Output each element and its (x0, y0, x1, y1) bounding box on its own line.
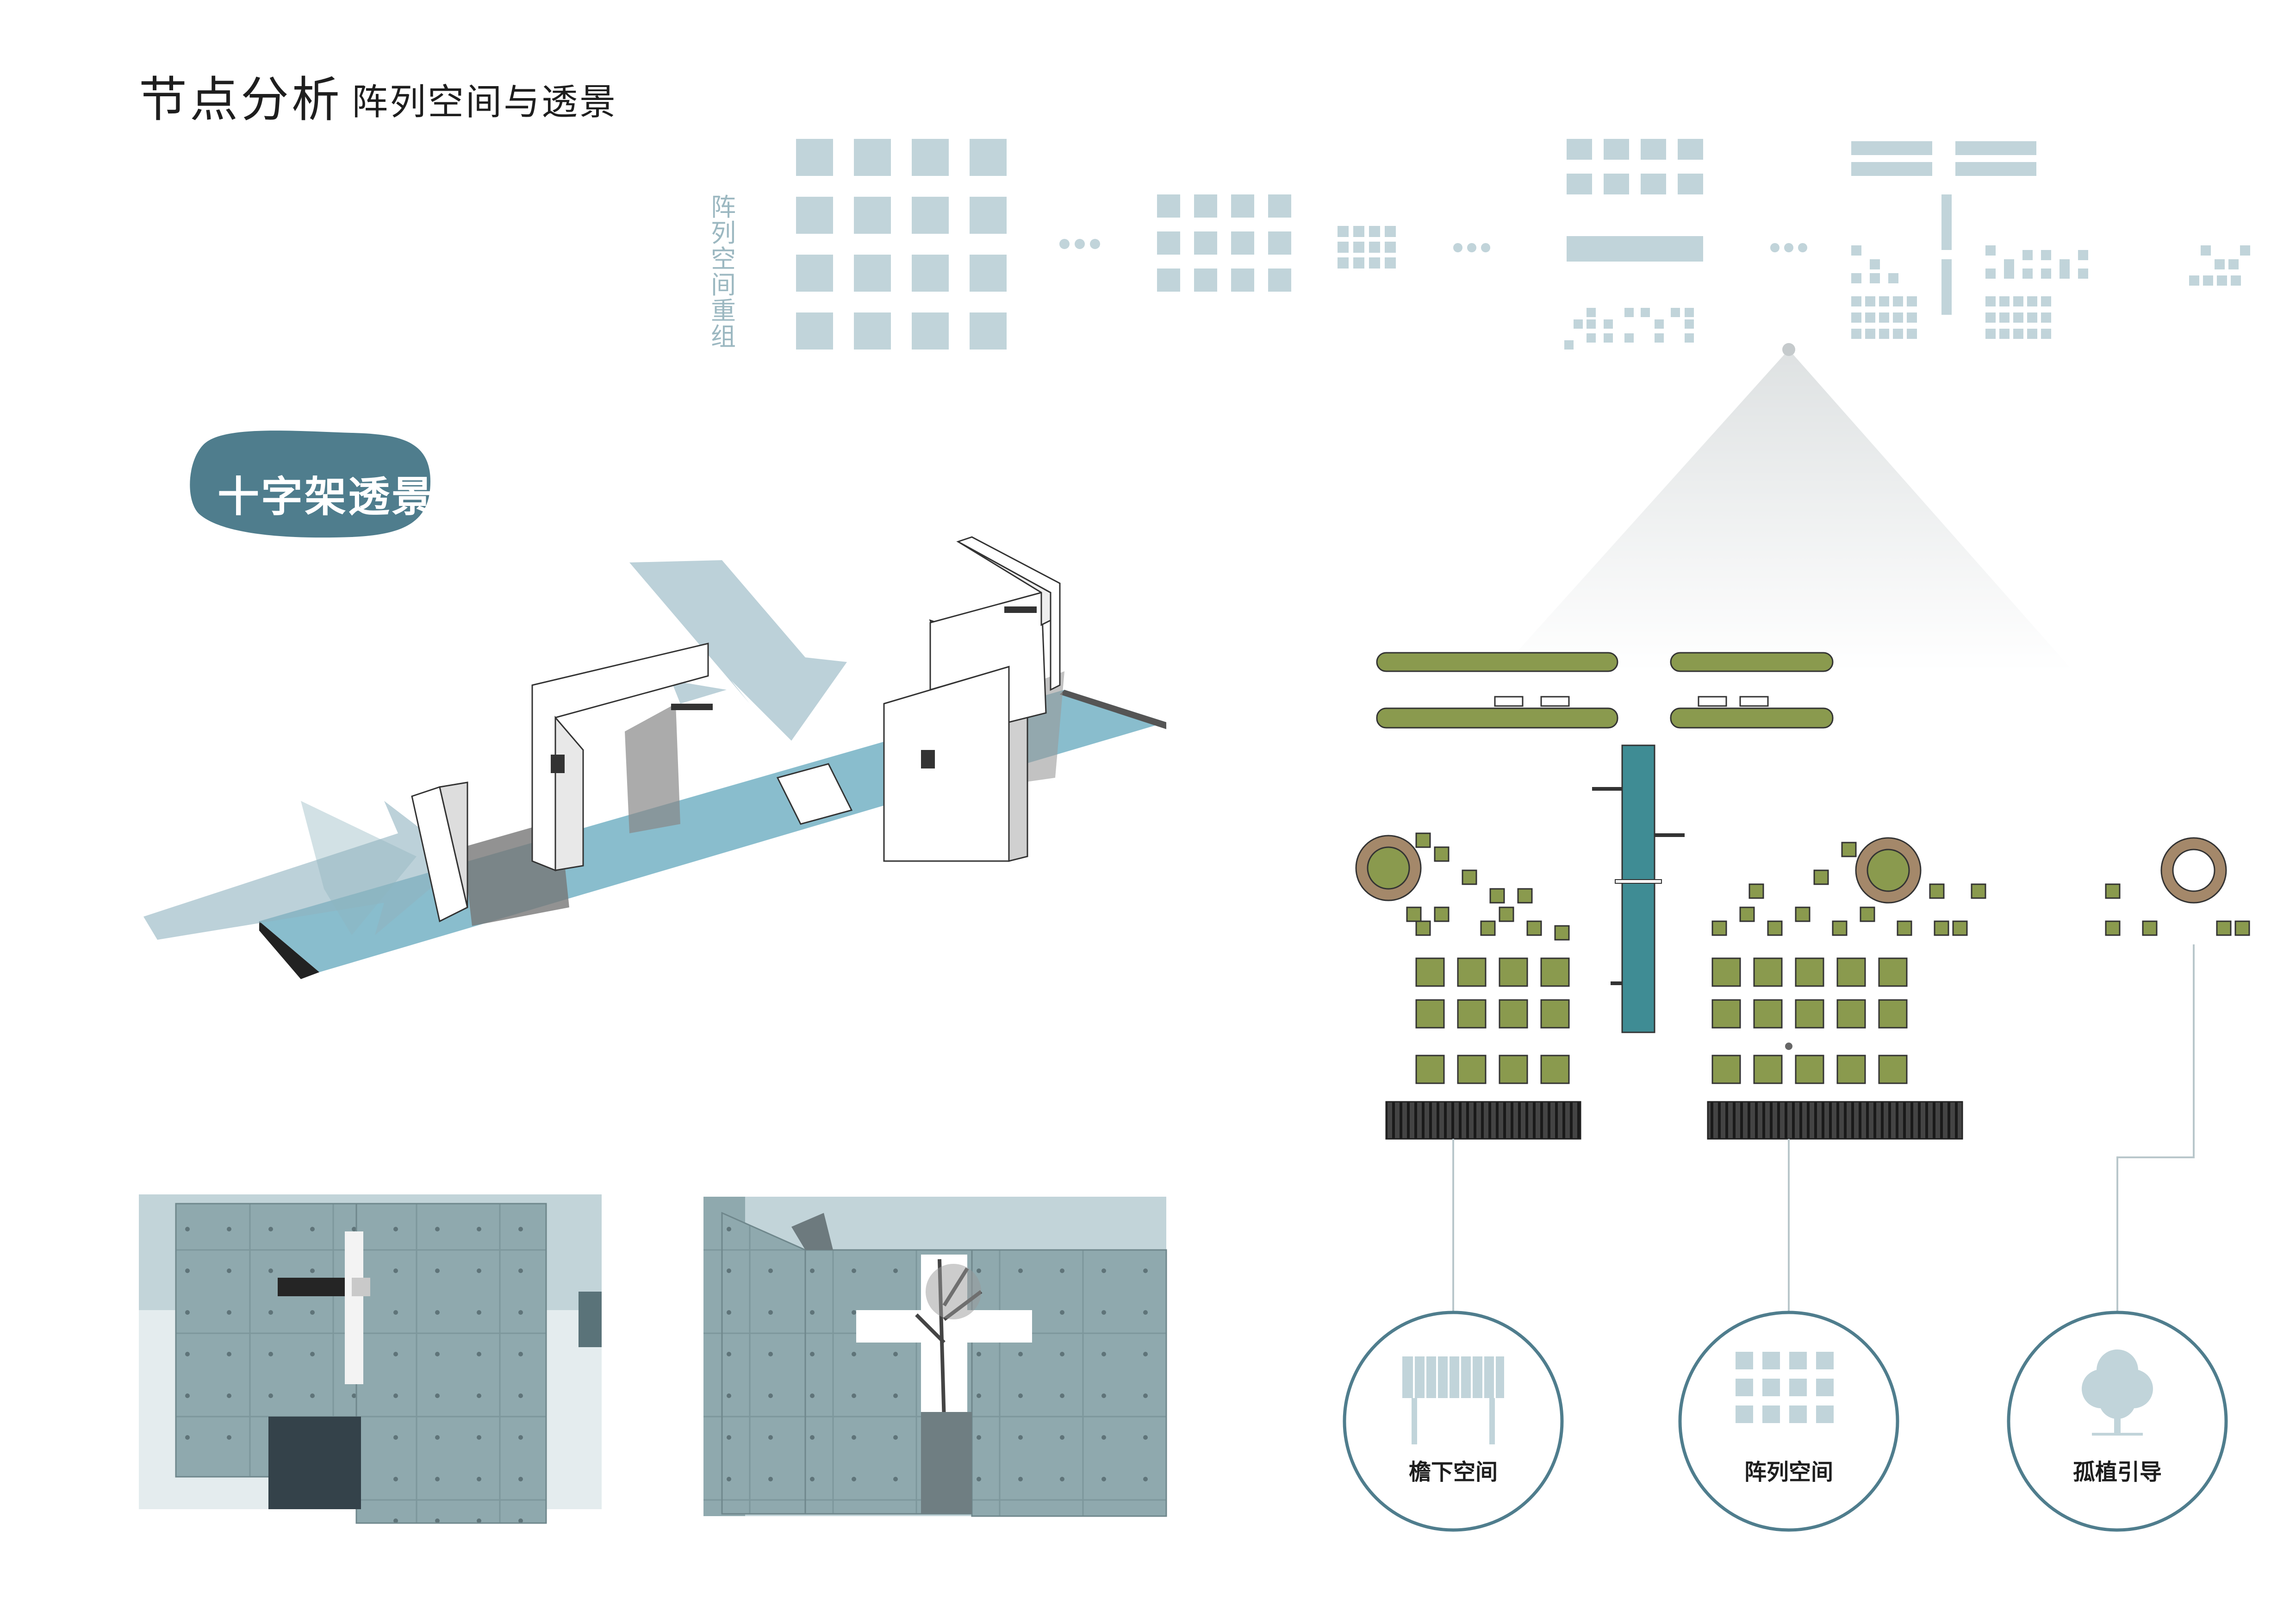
site-plan (1355, 652, 2250, 1315)
wall-right-back (956, 536, 1061, 691)
flow-arrow-left (143, 801, 463, 940)
legend-circle-tree (2007, 1311, 2228, 1532)
ellipsis-dots-3 (1770, 243, 1807, 252)
array-grid-recombined-c (2189, 245, 2250, 286)
page-title: 节点分析 (139, 71, 343, 128)
tree-icon (2082, 1349, 2153, 1436)
spotlight-cone (1500, 343, 2073, 671)
badge-label: 十字架透景 (218, 473, 435, 521)
ellipsis-dots-2 (1453, 243, 1490, 252)
flow-arrow-top (629, 560, 847, 741)
side-label-char: 阵 (711, 193, 736, 222)
legend-label-tree: 孤植引导 (2072, 1459, 2162, 1485)
central-water-strip (1621, 744, 1655, 1033)
ellipsis-dots-1 (1059, 239, 1100, 249)
photo-front-view (139, 1194, 602, 1524)
side-label-char: 重 (711, 296, 736, 325)
array-grid-medium (1157, 194, 1291, 292)
stepping-bridge (776, 763, 853, 825)
eave-slats-right (1707, 1101, 1963, 1140)
legend-circle-eave (1343, 1311, 1564, 1532)
eave-icon (1402, 1356, 1504, 1444)
wall-right-front (883, 665, 1010, 862)
legend-circle-grid (1678, 1311, 1899, 1532)
cross-view-badge (190, 431, 431, 538)
axonometric-drawing (143, 536, 1166, 979)
eave-slats-left (1385, 1101, 1581, 1140)
page-subtitle: 阵列空间与透景 (352, 81, 618, 123)
side-label-char: 空 (711, 244, 736, 274)
side-label-char: 列 (711, 219, 736, 248)
array-grid-recombined-b (1851, 141, 2088, 339)
legend-label-eave: 檐下空间 (1408, 1459, 1498, 1485)
grid-icon (1736, 1352, 1834, 1423)
side-label-char: 间 (711, 270, 736, 300)
array-grid-recombined-a (1564, 139, 1703, 350)
array-grid-small (1338, 226, 1396, 269)
array-recombination-label: 阵列空间重组 (707, 194, 740, 350)
side-label-char: 组 (711, 322, 736, 351)
photo-angled-view (703, 1197, 1167, 1517)
legend-label-grid: 阵列空间 (1744, 1459, 1833, 1485)
array-grid-large (796, 139, 1007, 350)
